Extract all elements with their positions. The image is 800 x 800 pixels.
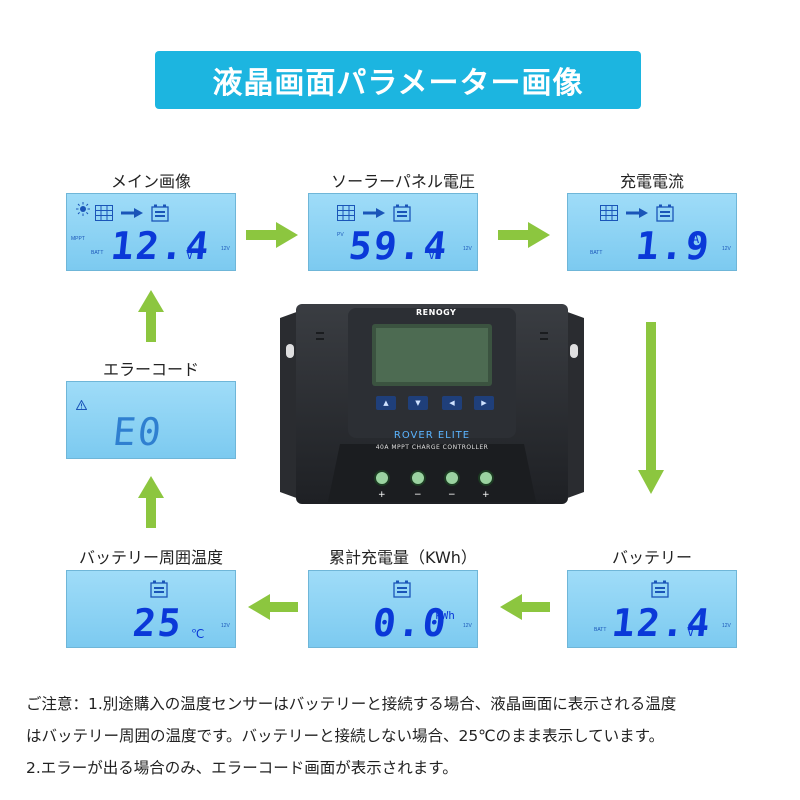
lcd-unit-temp: ℃: [191, 627, 205, 641]
lcd-main: MPPT BATT 12.4 V 12V: [66, 193, 236, 271]
flow-arrow-up-1: [138, 476, 164, 528]
lcd-unit-battery: V: [687, 625, 695, 639]
arrow-right-icon: [363, 208, 385, 218]
lcd-battery: BATT 12.4 V 12V: [567, 570, 737, 648]
panel-label-error: エラーコード: [102, 360, 199, 379]
battery-icon: [393, 204, 411, 222]
battery-icon: [151, 204, 169, 222]
flow-arrow-left-1: [500, 594, 550, 620]
right-button[interactable]: ▶: [474, 396, 494, 410]
lcd-value-battery: 12.4: [609, 601, 714, 645]
down-button[interactable]: ▼: [408, 396, 428, 410]
flow-arrow-right-2: [498, 222, 550, 248]
lcd-kwh: 0.0 kWh 12V: [308, 570, 478, 648]
lcd-value-temp: 25: [130, 601, 186, 645]
voltage-indicator: 12V: [221, 623, 230, 629]
solar-panel-icon: [95, 205, 113, 221]
terminal-label: −: [414, 490, 422, 500]
voltage-indicator: 12V: [221, 246, 230, 252]
battery-icon: [393, 580, 411, 598]
terminal-label: −: [448, 490, 456, 500]
terminal-label: +: [378, 490, 386, 500]
flow-arrow-up-2: [138, 290, 164, 342]
model-name: ROVER ELITE: [393, 430, 471, 441]
lcd-unit-kwh: kWh: [435, 609, 455, 622]
sun-icon: [76, 202, 90, 216]
battery-icon: [150, 580, 168, 598]
device-body: [280, 304, 584, 504]
pv-indicator: PV: [337, 232, 344, 238]
left-button[interactable]: ◀: [442, 396, 462, 410]
batt-indicator: BATT: [594, 627, 607, 633]
lcd-pv: PV 59.4 V 12V: [308, 193, 478, 271]
terminal-batt-positive: [478, 470, 494, 486]
solar-panel-icon: [600, 205, 618, 221]
lcd-value-kwh: 0.0: [370, 601, 450, 645]
panel-label-pv: ソーラーパネル電圧: [331, 172, 475, 191]
title-banner: 液晶画面パラメーター画像: [155, 51, 641, 109]
panel-label-charge: 充電電流: [619, 172, 684, 191]
lcd-unit-pv: V: [428, 248, 436, 262]
terminal-pv-positive: [374, 470, 390, 486]
battery-icon: [651, 580, 669, 598]
charge-controller-device: RENOGY ▲ ▼ ◀ ▶ ROVER ELITE 40A MPPT CHAR…: [278, 302, 586, 507]
terminal-pv-negative: [410, 470, 426, 486]
lcd-charge: BATT 1.9 A 12V: [567, 193, 737, 271]
lcd-value-main: 12.4: [108, 224, 213, 268]
page-title: 液晶画面パラメーター画像: [212, 66, 584, 101]
lcd-value-error: E0: [110, 410, 166, 454]
flow-arrow-left-2: [248, 594, 298, 620]
note-line-1: ご注意：1.別途購入の温度センサーはバッテリーと接続する場合、液晶画面に表示され…: [26, 695, 677, 713]
voltage-indicator: 12V: [463, 246, 472, 252]
terminal-label: +: [482, 490, 490, 500]
up-button[interactable]: ▲: [376, 396, 396, 410]
voltage-indicator: 12V: [722, 623, 731, 629]
lcd-unit-main: V: [186, 248, 194, 262]
lcd-unit-charge: A: [692, 232, 700, 246]
flow-arrow-right-1: [246, 222, 298, 248]
model-subtitle: 40A MPPT CHARGE CONTROLLER: [375, 444, 489, 451]
battery-icon: [656, 204, 674, 222]
terminal-batt-negative: [444, 470, 460, 486]
batt-indicator: BATT: [590, 250, 603, 256]
brand-logo: RENOGY: [416, 308, 457, 317]
voltage-indicator: 12V: [722, 246, 731, 252]
solar-panel-icon: [337, 205, 355, 221]
batt-indicator: BATT: [91, 250, 104, 256]
panel-label-main: メイン画像: [110, 172, 191, 191]
flow-arrow-down: [638, 322, 664, 494]
panel-label-battery: バッテリー: [611, 548, 692, 567]
mppt-indicator: MPPT: [71, 236, 85, 242]
lcd-value-charge: 1.9: [633, 224, 713, 268]
lcd-temp: 25 ℃ 12V: [66, 570, 236, 648]
note-line-3: 2.エラーが出る場合のみ、エラーコード画面が表示されます。: [26, 759, 458, 777]
panel-label-temp: バッテリー周囲温度: [78, 548, 223, 567]
warning-icon: [76, 400, 87, 410]
voltage-indicator: 12V: [463, 623, 472, 629]
arrow-right-icon: [626, 208, 648, 218]
arrow-right-icon: [121, 208, 143, 218]
note-line-2: はバッテリー周囲の温度です。バッテリーと接続しない場合、25℃のまま表示していま…: [26, 727, 665, 745]
panel-label-kwh: 累計充電量（KWh）: [329, 548, 477, 567]
lcd-error: E0: [66, 381, 236, 459]
